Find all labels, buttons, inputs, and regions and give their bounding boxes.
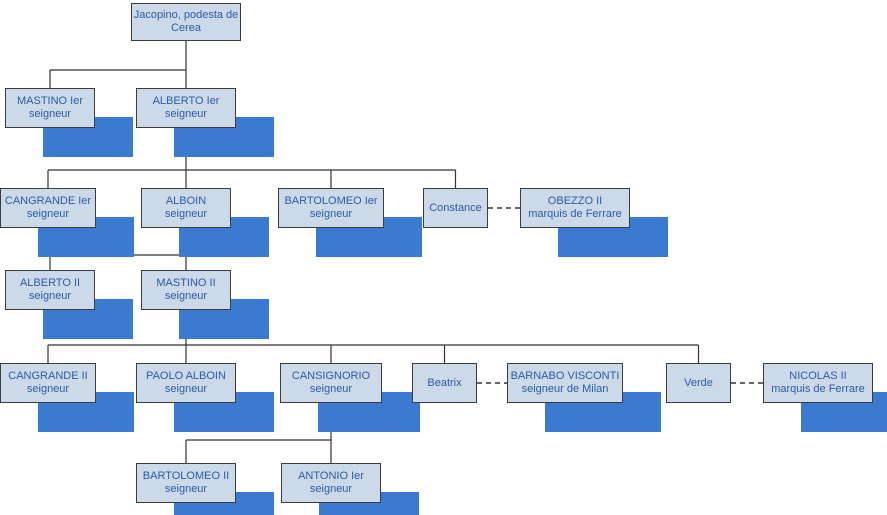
person-title: marquis de Ferrare — [528, 208, 622, 220]
person-title: seigneur — [164, 483, 208, 495]
person-name: BARNABO VISCONTI — [510, 370, 620, 382]
person-title: seigneur — [309, 383, 353, 395]
person-name: ALBERTO Ier — [152, 95, 220, 107]
person-title: seigneur — [164, 108, 208, 120]
person-title: seigneur — [28, 108, 72, 120]
person-name: Verde — [684, 376, 713, 389]
person-node-verde[interactable]: Verde — [666, 363, 731, 403]
person-name: PAOLO ALBOIN — [146, 370, 226, 382]
person-name: ALBERTO II — [19, 277, 81, 289]
person-title: seigneur — [164, 383, 208, 395]
person-name: NICOLAS II — [789, 370, 847, 382]
person-title: seigneur — [309, 208, 353, 220]
person-title: seigneur — [26, 383, 70, 395]
person-name: OBEZZO II — [547, 195, 603, 207]
person-name: BARTOLOMEO II — [142, 470, 230, 482]
person-name: CANGRANDE Ier — [4, 195, 92, 207]
person-name: CANSIGNORIO — [291, 370, 371, 382]
person-title: marquis de Ferrare — [771, 383, 865, 395]
person-title: seigneur de Milan — [521, 383, 609, 395]
person-name: MASTINO Ier — [16, 95, 83, 107]
person-name: Jacopino, podesta de — [133, 9, 239, 21]
person-node-beatrix[interactable]: Beatrix — [412, 363, 477, 403]
person-title: seigneur — [26, 208, 70, 220]
person-title: seigneur — [164, 290, 208, 302]
person-title: seigneur — [309, 483, 353, 495]
person-name: BARTOLOMEO Ier — [284, 195, 378, 207]
person-title: seigneur — [28, 290, 72, 302]
person-title: Cerea — [171, 22, 201, 34]
person-name: MASTINO II — [156, 277, 216, 289]
person-title: seigneur — [164, 208, 208, 220]
person-name: ALBOIN — [165, 195, 207, 207]
person-node-constance[interactable]: Constance — [423, 188, 488, 228]
person-name: Constance — [429, 201, 482, 214]
person-name: Beatrix — [427, 376, 462, 389]
person-name: CANGRANDE II — [8, 370, 88, 382]
person-name: ANTONIO Ier — [298, 470, 364, 482]
